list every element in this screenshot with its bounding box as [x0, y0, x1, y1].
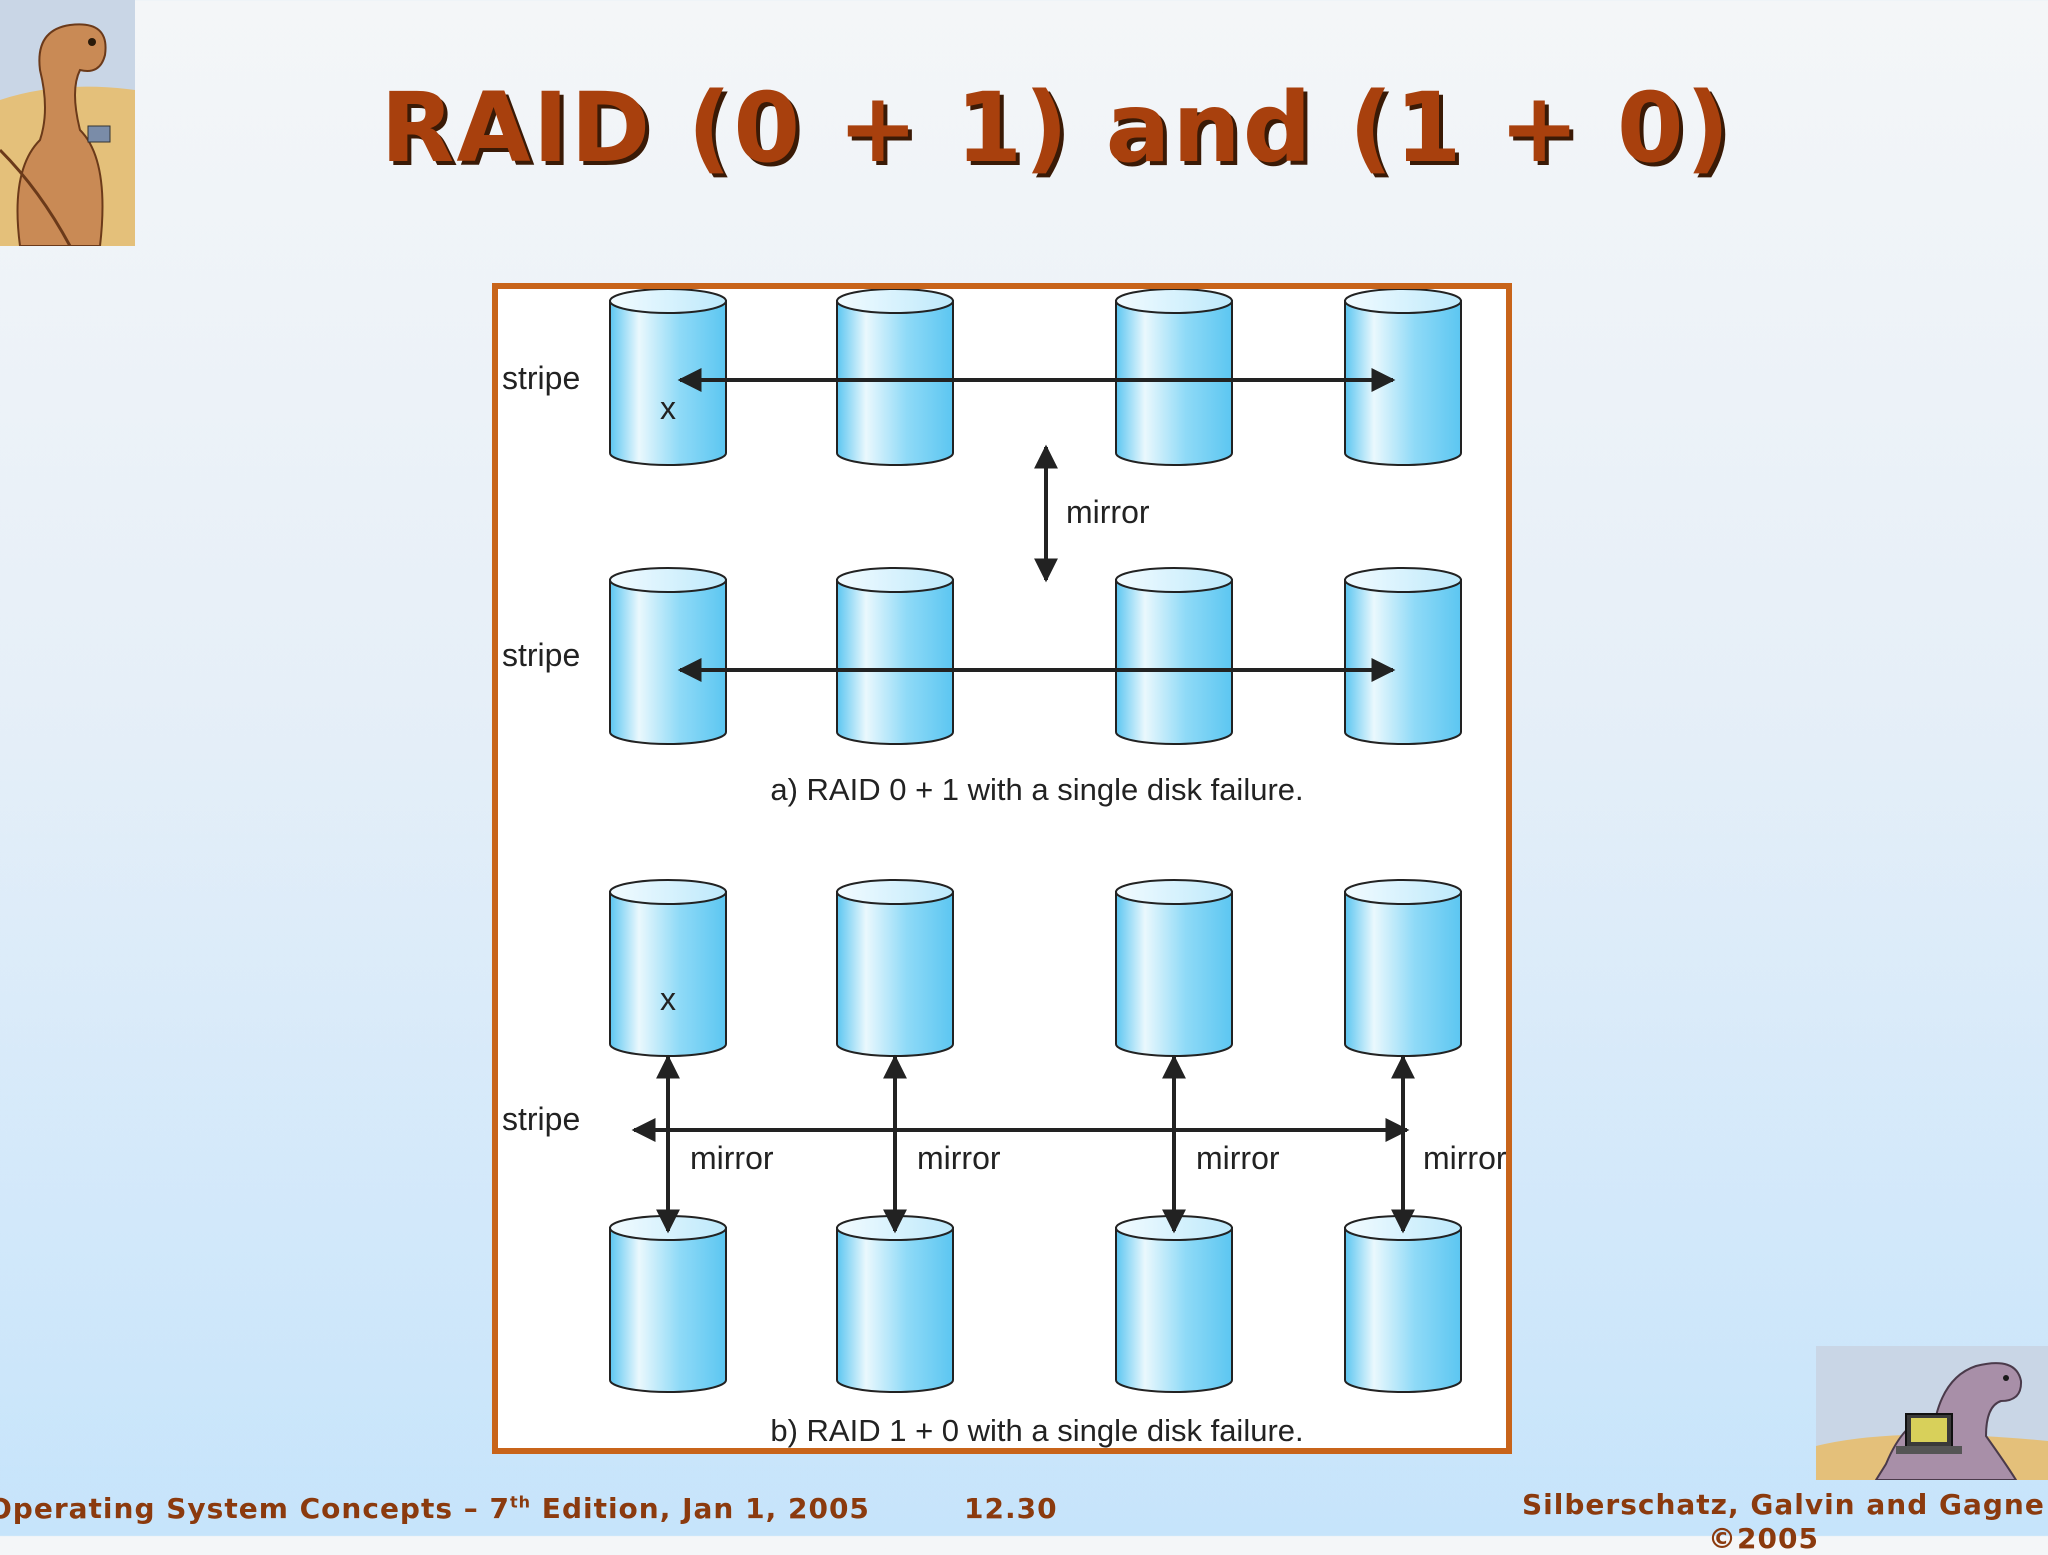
- mirror-label-b-4: mirror: [1423, 1140, 1506, 1176]
- disk-a-bottom-2: [836, 567, 954, 745]
- footer-book-title-suffix: Edition, Jan 1, 2005: [531, 1492, 870, 1525]
- footer-authors: Silberschatz, Galvin and Gagne: [1522, 1488, 2045, 1521]
- disk-a-bottom-4: [1344, 567, 1462, 745]
- dinosaur-laptop-mascot: [1816, 1346, 2048, 1480]
- slide-number: 12.30: [964, 1492, 1058, 1525]
- mirror-label-b-3: mirror: [1196, 1140, 1280, 1176]
- stripe-label-top: stripe: [502, 360, 580, 396]
- slide-title: RAID (0 + 1) and (1 + 0): [380, 72, 1732, 184]
- disk-b-bottom-3: [1115, 1215, 1233, 1393]
- disk-a-bottom-1: [609, 567, 727, 745]
- raid-diagram: stripe x mirror stripe a) RAID 0 + 1 wit…: [502, 289, 1506, 1448]
- disk-b-bottom-1: [609, 1215, 727, 1393]
- raid-diagram-frame: stripe x mirror stripe a) RAID 0 + 1 wit…: [492, 283, 1512, 1454]
- mirror-label-a: mirror: [1066, 494, 1150, 530]
- disk-a-top-3: [1115, 289, 1233, 466]
- caption-a: a) RAID 0 + 1 with a single disk failure…: [770, 772, 1303, 807]
- footer-book-title-prefix: Operating System Concepts – 7: [0, 1492, 511, 1525]
- disk-a-top-2: [836, 289, 954, 466]
- disk-b-top-2: [836, 879, 954, 1057]
- disk-b-top-4: [1344, 879, 1462, 1057]
- failed-disk-mark-a: x: [660, 390, 676, 426]
- mirror-label-b-1: mirror: [690, 1140, 774, 1176]
- disk-b-bottom-4: [1344, 1215, 1462, 1393]
- stripe-label-bottom: stripe: [502, 637, 580, 673]
- disk-b-top-1: [609, 879, 727, 1057]
- disk-a-bottom-3: [1115, 567, 1233, 745]
- disk-b-top-3: [1115, 879, 1233, 1057]
- failed-disk-mark-b: x: [660, 981, 676, 1017]
- disk-a-top-1: [609, 289, 727, 466]
- stripe-label-b: stripe: [502, 1101, 580, 1137]
- mirror-label-b-2: mirror: [917, 1140, 1001, 1176]
- disk-a-top-4: [1344, 289, 1462, 466]
- footer-copyright: ©2005: [1708, 1522, 1819, 1555]
- caption-b: b) RAID 1 + 0 with a single disk failure…: [770, 1413, 1303, 1448]
- footer-book-title-sup: th: [510, 1492, 532, 1512]
- dinosaur-mascot-top-left: [0, 0, 135, 246]
- disk-b-bottom-2: [836, 1215, 954, 1393]
- footer-book-title: Operating System Concepts – 7th Edition,…: [0, 1492, 870, 1525]
